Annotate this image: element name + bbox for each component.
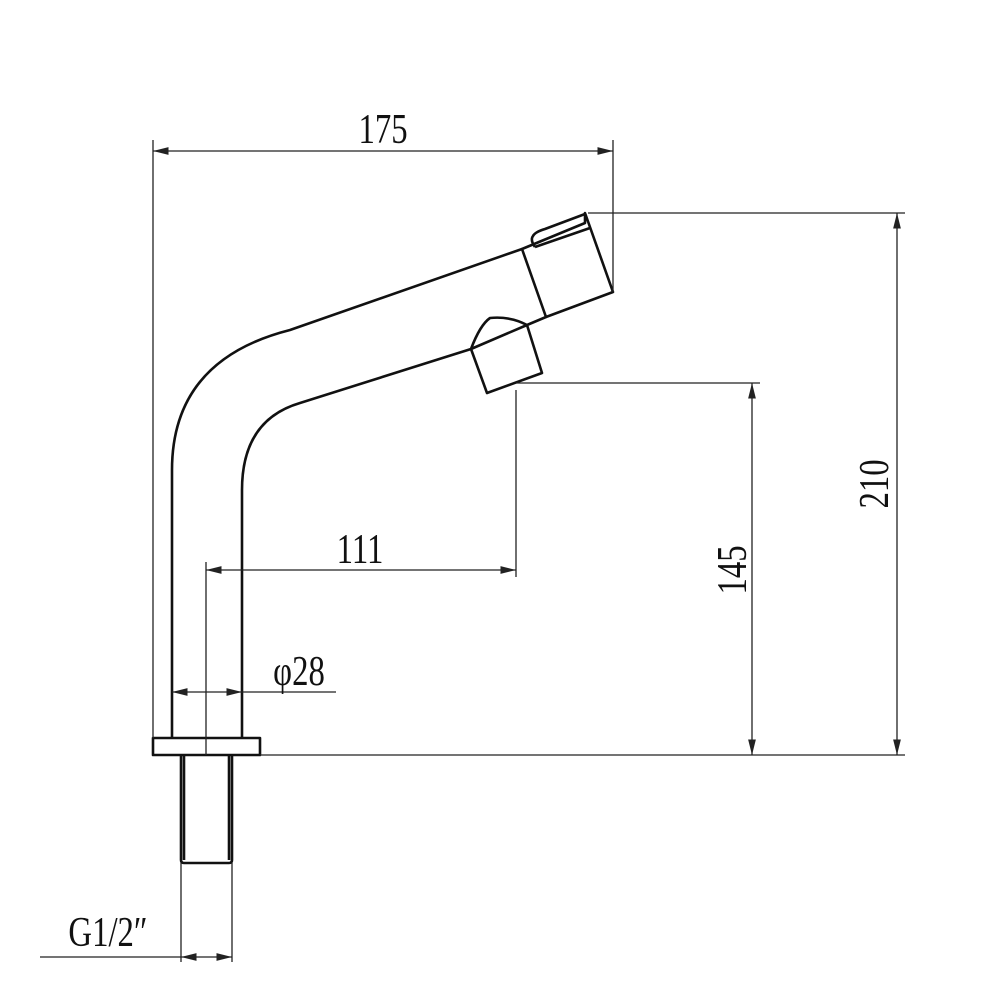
dimension-145-label: 145 [709, 545, 756, 594]
dimension-diameter-label: φ28 [273, 648, 325, 695]
dimension-diameter-28: φ28 [172, 648, 336, 696]
dimension-thread: G1/2″ [40, 863, 233, 962]
dimension-111: 111 [205, 390, 517, 755]
dimension-111-label: 111 [337, 526, 384, 573]
dimension-175: 175 [152, 106, 614, 738]
head-cap [530, 212, 591, 249]
spout-inner-contour [240, 347, 472, 738]
threaded-shank [179, 755, 234, 865]
thread-label: G1/2″ [68, 909, 147, 956]
spout-outer-contour [170, 247, 523, 738]
spout-head [520, 211, 615, 319]
aerator-lever [469, 315, 547, 395]
dimension-210: 210 [260, 212, 905, 756]
dimension-175-label: 175 [358, 106, 407, 153]
tap-body [151, 211, 615, 865]
dimension-210-label: 210 [851, 459, 898, 508]
dimension-145: 145 [516, 382, 760, 755]
